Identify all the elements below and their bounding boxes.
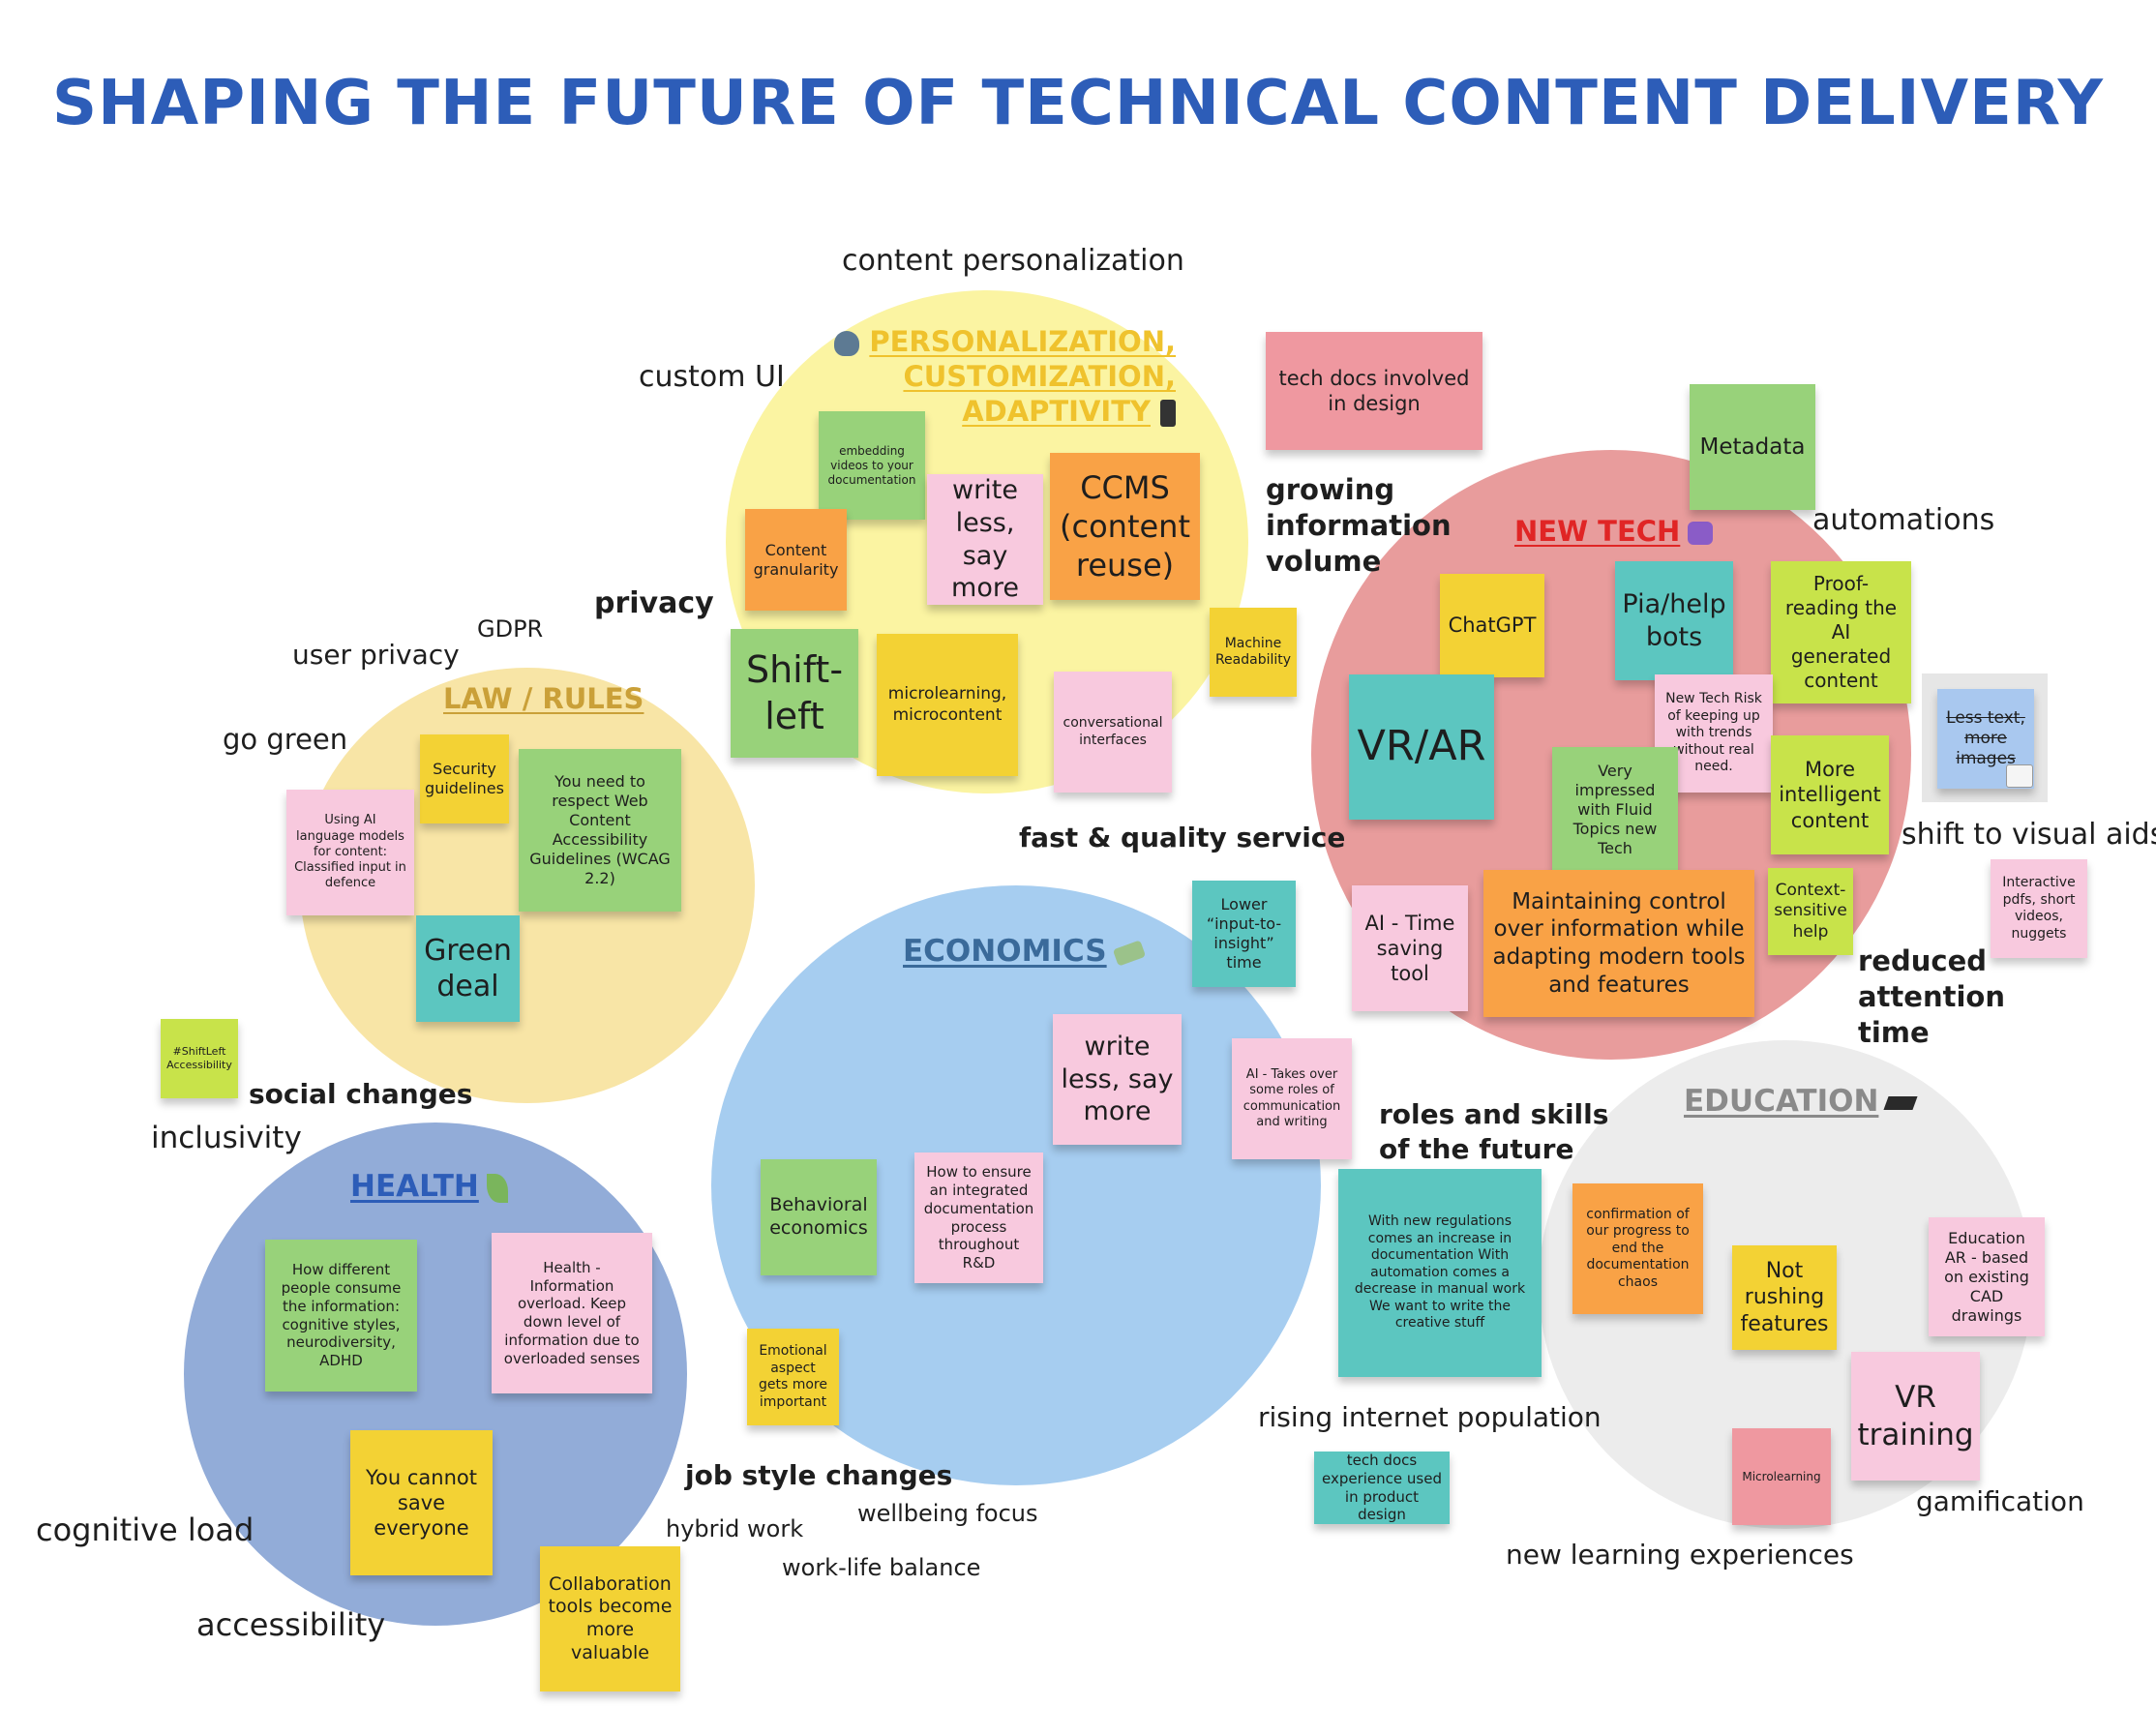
note-microlearning[interactable]: Microlearning: [1732, 1428, 1831, 1525]
note-machine-readability[interactable]: Machine Readability: [1210, 608, 1297, 697]
herb-icon: [486, 1173, 508, 1203]
note-vr-training[interactable]: VR training: [1851, 1352, 1980, 1481]
label-shift-to-visual-aids: shift to visual aids: [1901, 818, 2156, 852]
graduation-cap-icon: [1883, 1095, 1918, 1110]
note-embedding-videos[interactable]: embedding videos to your documentation: [819, 411, 925, 520]
note-how-different-people-consume[interactable]: How different people consume the informa…: [265, 1240, 417, 1392]
note-wcag-guidelines[interactable]: You need to respect Web Content Accessib…: [519, 749, 681, 912]
label-job-style-changes: job style changes: [685, 1459, 953, 1491]
label-accessibility: accessibility: [196, 1606, 386, 1643]
label-new-learning-experiences: new learning experiences: [1506, 1539, 1854, 1571]
note-confirmation-progress[interactable]: confirmation of our progress to end the …: [1572, 1183, 1703, 1314]
note-vr-ar[interactable]: VR/AR: [1349, 674, 1494, 820]
label-privacy: privacy: [594, 586, 714, 620]
note-content-granularity[interactable]: Content granularity: [745, 509, 847, 611]
note-shiftleft-accessibility[interactable]: #ShiftLeft Accessibility: [161, 1019, 238, 1098]
note-you-cannot-save-everyone[interactable]: You cannot save everyone: [350, 1430, 493, 1575]
note-chatgpt[interactable]: ChatGPT: [1440, 574, 1544, 677]
label-custom-ui: custom UI: [639, 360, 785, 394]
note-shift-left[interactable]: Shift-left: [731, 629, 858, 758]
note-behavioral-economics[interactable]: Behavioral economics: [761, 1159, 877, 1275]
label-content-personalization: content personalization: [842, 244, 1184, 278]
alien-monster-icon: [1688, 522, 1714, 545]
note-ai-time-saving-tool[interactable]: AI - Time saving tool: [1352, 885, 1468, 1011]
note-green-deal[interactable]: Green deal: [416, 915, 520, 1022]
note-education-ar[interactable]: Education AR - based on existing CAD dra…: [1929, 1217, 2045, 1336]
note-less-text-more-images[interactable]: Less text, more images: [1937, 689, 2034, 789]
label-roles-skills-future: roles and skills of the future: [1379, 1098, 1609, 1165]
category-health: HEALTH: [350, 1169, 508, 1204]
label-user-privacy: user privacy: [292, 639, 460, 671]
category-law-rules: LAW / RULES: [443, 682, 644, 715]
note-microlearning-microcontent[interactable]: microlearning, microcontent: [877, 634, 1018, 776]
note-write-less-say-more-2[interactable]: write less, say more: [1053, 1014, 1182, 1145]
note-tech-docs-experience[interactable]: tech docs experience used in product des…: [1314, 1452, 1450, 1524]
note-collaboration-tools[interactable]: Collaboration tools become more valuable: [540, 1546, 680, 1691]
label-reduced-attention-time: reduced attention time: [1858, 944, 2005, 1049]
label-growing-information-volume: growing information volume: [1266, 473, 1452, 578]
category-economics: ECONOMICS: [903, 934, 1146, 969]
label-social-changes: social changes: [249, 1078, 473, 1110]
note-metadata[interactable]: Metadata: [1690, 384, 1815, 510]
note-proofreading-ai-content[interactable]: Proof-reading the AI generated content: [1771, 561, 1911, 703]
label-go-green: go green: [223, 723, 348, 756]
note-more-intelligent-content[interactable]: More intelligent content: [1771, 735, 1889, 854]
label-work-life-balance: work-life balance: [782, 1554, 981, 1581]
category-personalization: PERSONALIZATION, CUSTOMIZATION, ADAPTIVI…: [808, 324, 1176, 429]
label-fast-quality-service: fast & quality service: [1019, 822, 1346, 853]
note-emotional-aspect[interactable]: Emotional aspect gets more important: [747, 1329, 839, 1425]
label-hybrid-work: hybrid work: [666, 1515, 804, 1542]
note-context-sensitive-help[interactable]: Context-sensitive help: [1768, 868, 1853, 955]
note-very-impressed-fluid-topics[interactable]: Very impressed with Fluid Topics new Tec…: [1552, 747, 1678, 873]
note-maintaining-control[interactable]: Maintaining control over information whi…: [1483, 870, 1754, 1017]
note-security-guidelines[interactable]: Security guidelines: [420, 734, 509, 823]
note-pia-help-bots[interactable]: Pia/help bots: [1615, 561, 1733, 680]
label-gdpr: GDPR: [477, 615, 544, 643]
note-health-information-overload[interactable]: Health - Information overload. Keep down…: [492, 1233, 652, 1393]
note-lower-input-to-insight[interactable]: Lower “input-to-insight” time: [1192, 881, 1296, 987]
note-ai-language-models[interactable]: Using AI language models for content: Cl…: [286, 790, 414, 915]
note-tech-docs-involved-in-design[interactable]: tech docs involved in design: [1266, 332, 1482, 450]
note-not-rushing-features[interactable]: Not rushing features: [1732, 1245, 1837, 1350]
note-interactive-pdfs[interactable]: Interactive pdfs, short videos, nuggets: [1991, 859, 2087, 958]
label-gamification: gamification: [1916, 1485, 2084, 1517]
board-title: SHAPING THE FUTURE OF TECHNICAL CONTENT …: [52, 68, 2104, 139]
note-integrated-documentation[interactable]: How to ensure an integrated documentatio…: [914, 1152, 1043, 1283]
money-icon: [1112, 939, 1146, 967]
note-conversational-interfaces[interactable]: conversational interfaces: [1054, 672, 1172, 793]
note-new-regulations[interactable]: With new regulations comes an increase i…: [1338, 1169, 1542, 1377]
note-ccms-content-reuse[interactable]: CCMS (content reuse): [1050, 453, 1200, 600]
label-cognitive-load: cognitive load: [36, 1512, 255, 1548]
phone-icon: [1160, 400, 1176, 427]
label-wellbeing-focus: wellbeing focus: [857, 1500, 1038, 1527]
person-icon: [834, 331, 860, 356]
note-write-less-say-more[interactable]: write less, say more: [927, 474, 1043, 605]
mini-diagram-icon: [2006, 764, 2033, 788]
label-inclusivity: inclusivity: [151, 1121, 302, 1155]
label-automations: automations: [1812, 503, 1995, 537]
note-ai-takes-over-roles[interactable]: AI - Takes over some roles of communicat…: [1232, 1038, 1352, 1159]
category-new-tech: NEW TECH: [1514, 515, 1714, 548]
category-education: EDUCATION: [1684, 1084, 1918, 1119]
label-rising-internet-population: rising internet population: [1258, 1401, 1602, 1433]
